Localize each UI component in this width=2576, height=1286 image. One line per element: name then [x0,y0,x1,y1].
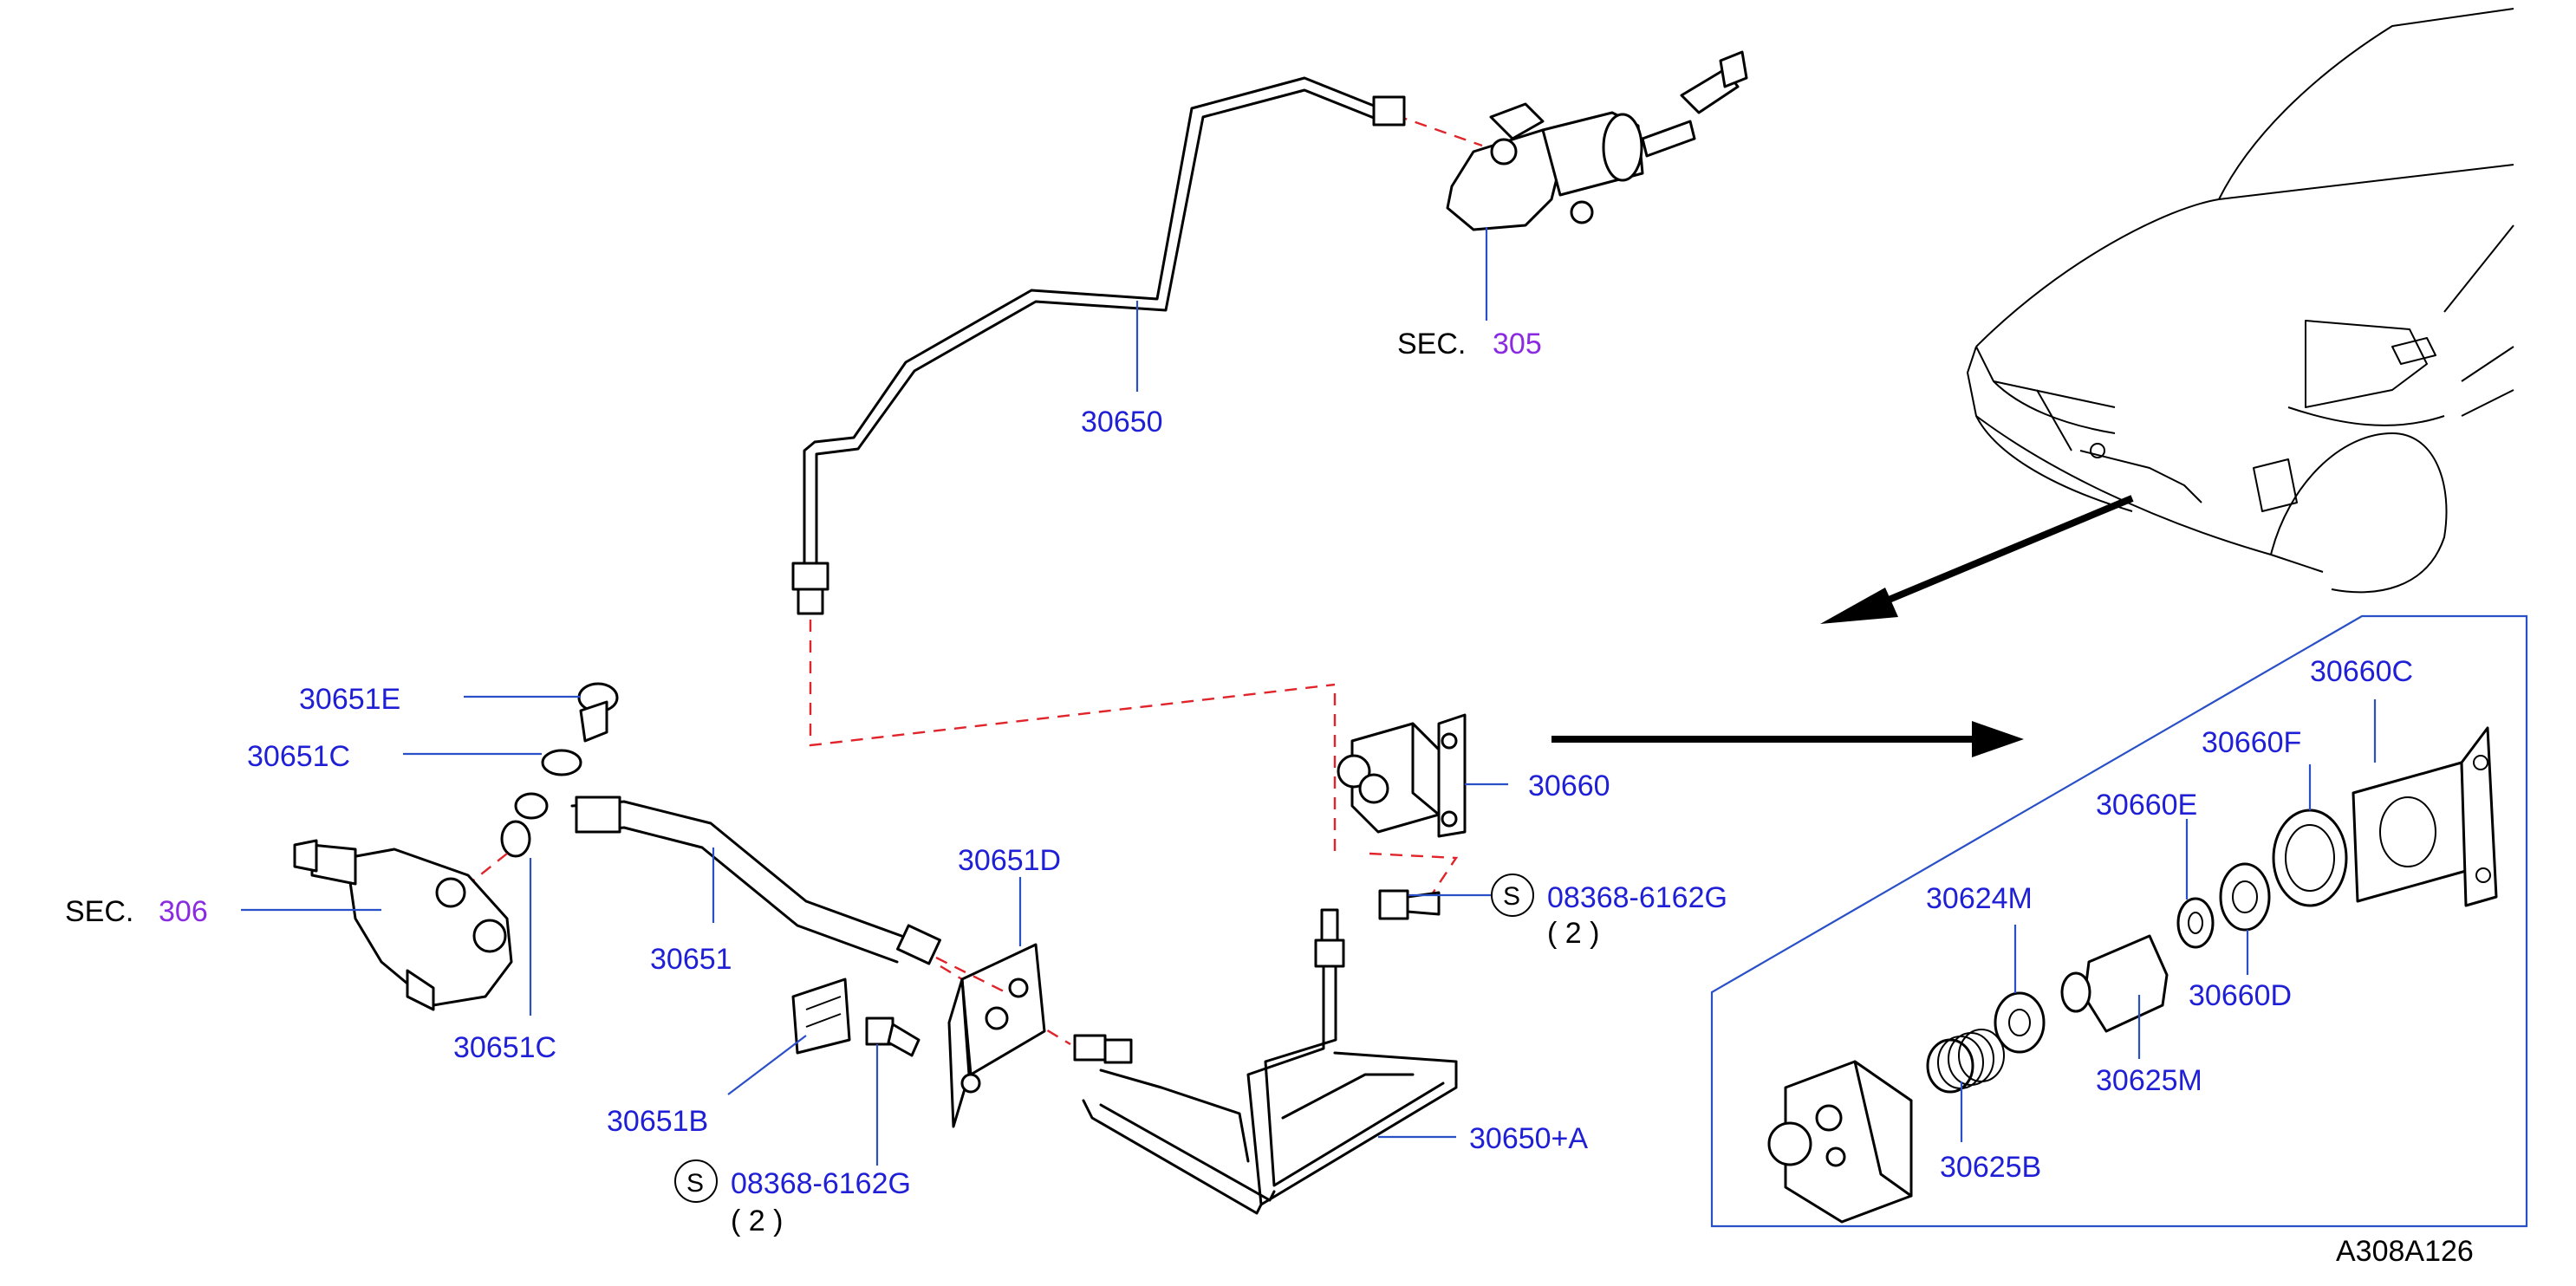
label-bolt-right: 08368-6162G [1547,881,1727,914]
clutch-tube-30650 [791,76,1406,615]
clutch-hose-30651 [514,792,941,965]
banjo-bolt-30651e [577,682,619,743]
detail-box [1710,614,2528,1228]
detail-boot-30625b [1926,1029,2005,1094]
washer-30651c-bottom [500,820,531,858]
view-arrow-from-car [1820,495,2134,624]
clutch-master-cylinder [1446,50,1748,231]
label-30660f: 30660F [2202,726,2301,759]
detail-seal-30624m [1994,991,2046,1054]
bolt-left [865,1016,920,1057]
washer-30651c-top [541,749,582,776]
detail-piston-30625m [2060,934,2169,1033]
label-sec-306-prefix: SEC. [65,895,133,928]
label-bolt-left: 08368-6162G [731,1167,911,1200]
phantom-line-master [1395,114,1483,147]
detail-ring-30660d [2219,862,2271,932]
detail-damper-body [1767,1060,1913,1224]
leader-lines [241,227,2377,1166]
label-30650a: 30650+A [1469,1122,1588,1155]
label-30660d: 30660D [2189,979,2292,1012]
s-symbol-right: S [1503,882,1520,911]
detail-arrow [1551,721,2024,757]
detail-washer-30660e [2176,897,2215,949]
vehicle-outline [1967,8,2514,594]
label-30660: 30660 [1528,770,1610,802]
s-symbol-right-circle [1491,874,1534,917]
label-30651e: 30651E [299,683,400,716]
label-30651b: 30651B [607,1105,708,1138]
clutch-damper-30660 [1337,713,1467,838]
label-30651c-top: 30651C [247,740,350,773]
phantom-line-hose [935,956,1006,994]
label-30660c: 30660C [2310,655,2413,688]
label-30651d: 30651D [958,844,1061,877]
label-30625b: 30625B [1940,1151,2041,1184]
label-30651c-bottom: 30651C [453,1031,556,1064]
detail-gasket-30660f [2272,809,2348,907]
diagram-id: A308A126 [2336,1235,2474,1268]
bolt-right [1378,889,1441,920]
label-qty-left: ( 2 ) [731,1205,783,1237]
bracket-30651d [947,943,1046,1128]
phantom-line-tube [809,620,1336,747]
label-30625m: 30625M [2096,1064,2202,1097]
label-30651: 30651 [650,943,732,976]
label-sec-306-num: 306 [159,895,208,928]
detail-bracket-30660c [2352,726,2498,907]
s-symbol-left-circle [674,1159,718,1203]
label-30624m: 30624M [1926,882,2033,915]
label-30650: 30650 [1081,406,1163,438]
label-qty-right: ( 2 ) [1547,917,1599,950]
clutch-tube-30650a [1073,908,1458,1215]
clip-30651b [791,977,851,1055]
label-sec-305-prefix: SEC. [1397,328,1466,360]
operating-cylinder [293,839,513,1011]
label-30660e: 30660E [2096,789,2197,822]
s-symbol-left: S [686,1169,704,1198]
label-sec-305-num: 305 [1493,328,1542,360]
